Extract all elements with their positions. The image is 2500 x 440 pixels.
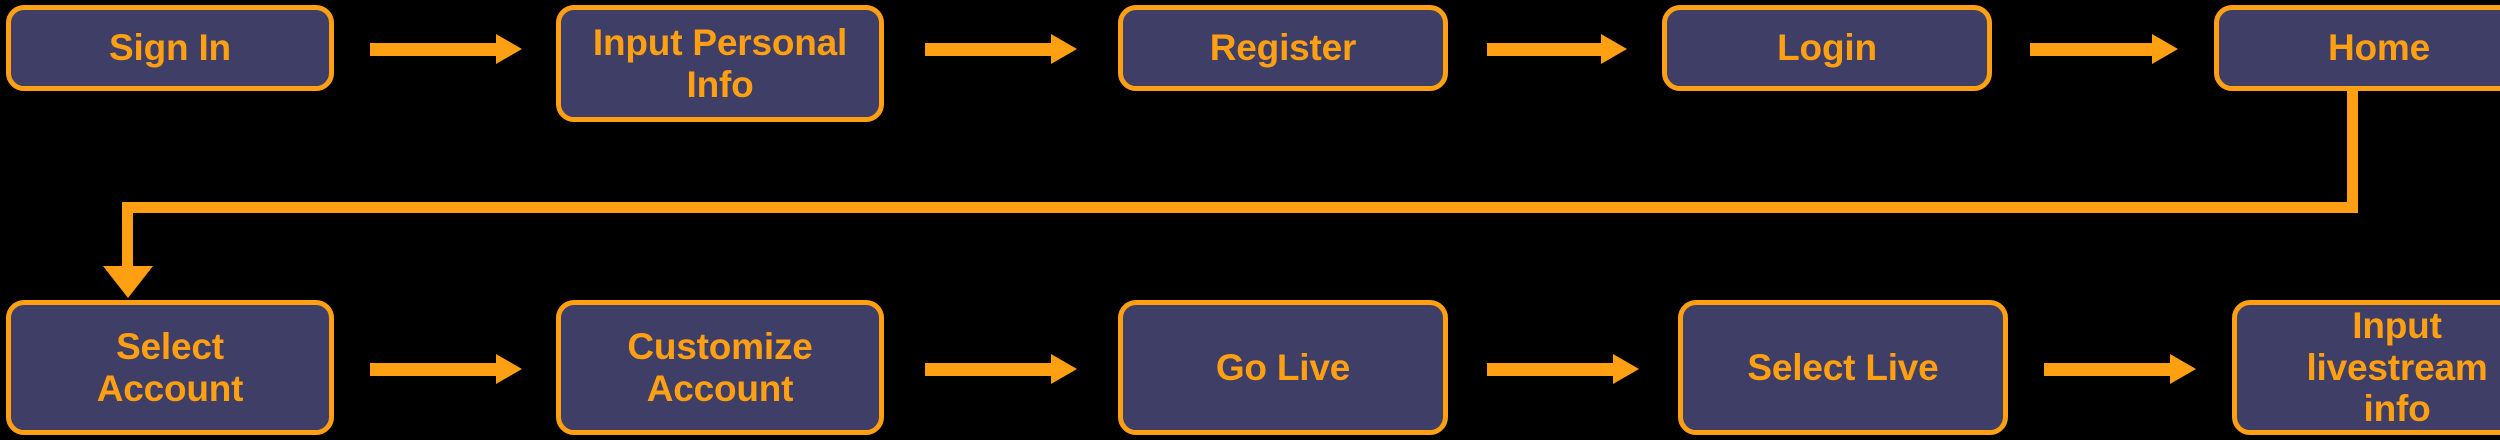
node-label: Input Personal Info [592,22,848,105]
node-label: Input livestream info [2306,305,2488,430]
node-go-live[interactable]: Go Live [1118,300,1448,435]
node-label: Select Live [1747,346,1939,388]
node-input-personal-info[interactable]: Input Personal Info [556,5,884,122]
node-select-account[interactable]: Select Account [6,300,334,435]
node-customize-account[interactable]: Customize Account [556,300,884,435]
arrow-right-icon [1487,348,1639,388]
arrow-right-icon [2044,348,2196,388]
arrow-right-icon [925,348,1077,388]
node-login[interactable]: Login [1662,5,1992,91]
arrow-down-icon [102,266,153,298]
arrow-right-icon [370,28,522,68]
elbow-vertical-left-segment [122,202,133,266]
node-label: Home [2328,27,2430,69]
node-label: Select Account [96,326,244,409]
node-label: Sign In [109,27,231,69]
node-register[interactable]: Register [1118,5,1448,91]
arrow-right-icon [1487,28,1627,68]
arrow-right-icon [925,28,1077,68]
arrow-right-icon [2030,28,2178,68]
elbow-horizontal-segment [122,202,2358,213]
arrow-right-icon [370,348,522,388]
node-label: Go Live [1215,346,1351,388]
node-label: Customize Account [627,326,813,409]
node-label: Login [1777,27,1877,69]
node-input-livestream-info[interactable]: Input livestream info [2232,300,2500,435]
node-select-live[interactable]: Select Live [1678,300,2008,435]
node-label: Register [1209,27,1357,69]
node-sign-in[interactable]: Sign In [6,5,334,91]
elbow-vertical-right-segment [2347,90,2358,213]
node-home[interactable]: Home [2214,5,2500,91]
